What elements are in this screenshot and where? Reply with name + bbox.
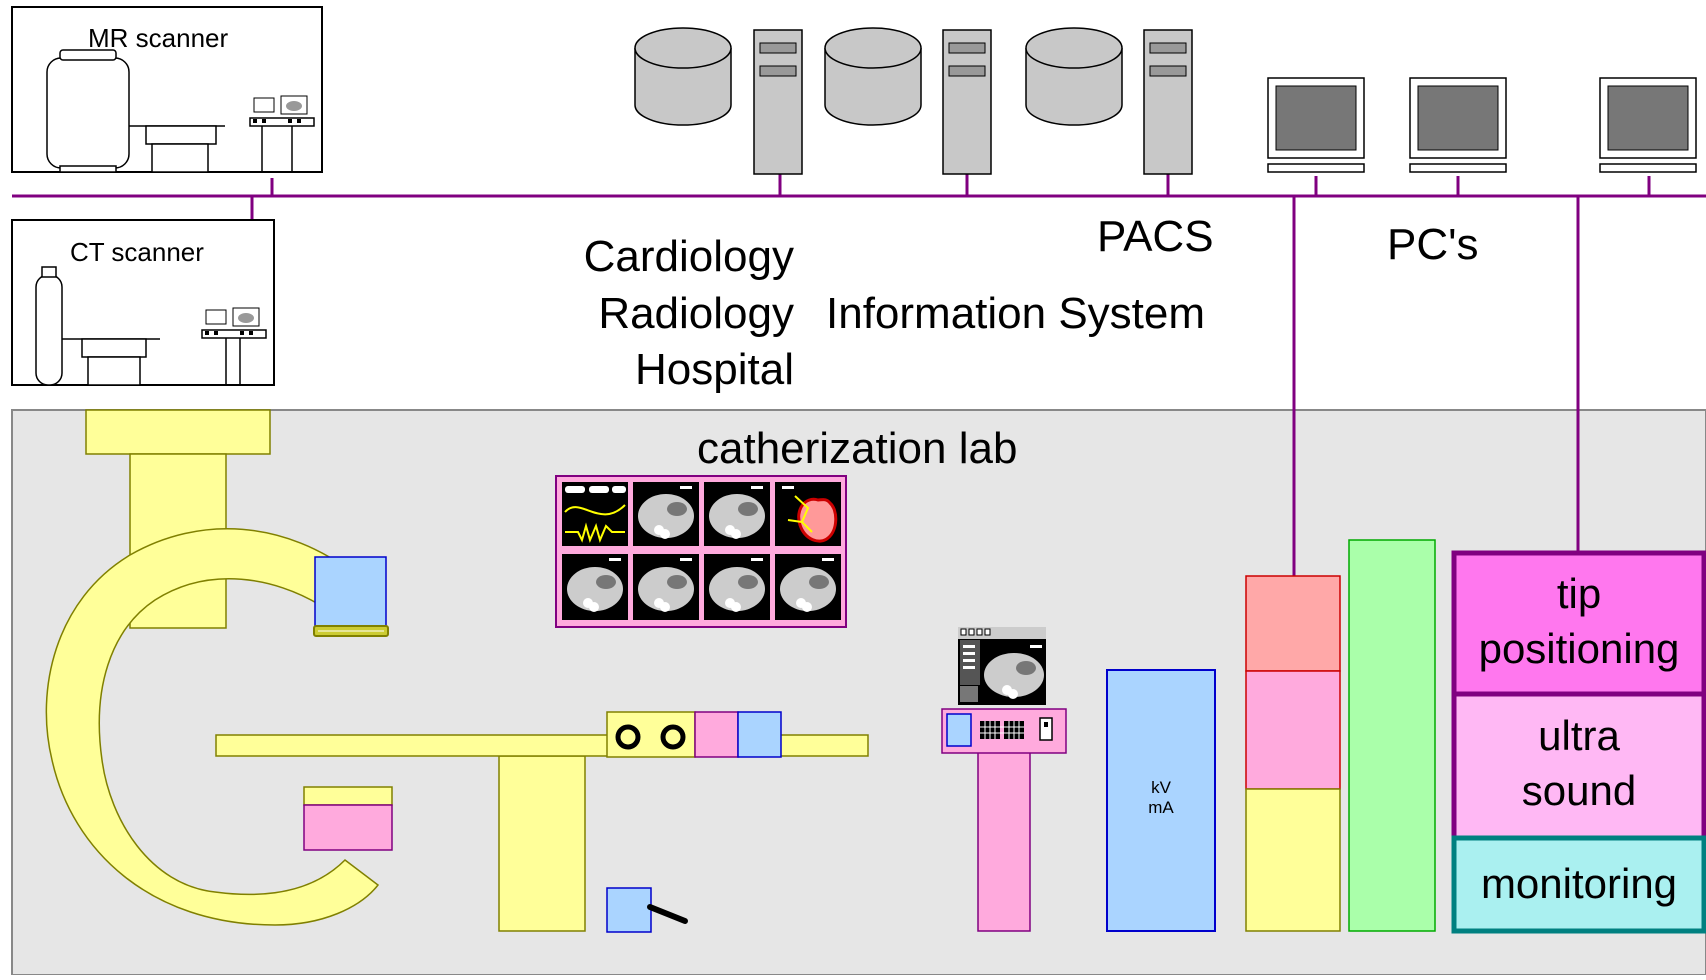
tip-positioning-module — [1451, 550, 1706, 697]
sound-label: sound — [1521, 767, 1637, 814]
department-hospital: Hospital — [635, 345, 794, 394]
ct-gantry — [35, 274, 63, 386]
monitoring-label: monitoring — [1480, 860, 1678, 907]
control-knob-icon — [615, 724, 641, 750]
module-rack — [1451, 550, 1706, 934]
heart-image — [775, 482, 841, 546]
ultra-label: ultra — [1538, 712, 1620, 759]
xray-generator — [1106, 669, 1216, 932]
department-cardiology: Cardiology — [583, 232, 794, 281]
table-pedestal — [498, 755, 586, 932]
equipment-cabinet-green — [1348, 539, 1436, 932]
server-icon — [942, 29, 992, 175]
ultrasound-module — [1451, 691, 1706, 841]
department-radiology: Radiology — [598, 289, 794, 338]
monitor-bank — [555, 475, 847, 628]
positioning-label: positioning — [1478, 625, 1680, 672]
mr-console-icon — [249, 95, 315, 172]
c-arm-ceiling-mount — [85, 409, 271, 455]
server-icon — [1143, 29, 1193, 175]
mr-table — [145, 125, 217, 145]
angio-image — [704, 554, 770, 620]
database-icon — [824, 27, 922, 126]
xray-tube — [303, 804, 393, 851]
angio-image — [562, 554, 628, 620]
xray-tube-housing — [303, 786, 393, 806]
ct-console-icon — [201, 307, 267, 385]
pc-monitor-icon — [1409, 77, 1507, 173]
pc-monitor-icon — [1599, 77, 1697, 173]
detector — [314, 556, 387, 628]
tableside-console — [941, 627, 1067, 932]
tip-label: tip — [1556, 570, 1602, 617]
pcs-label: PC's — [1387, 220, 1479, 269]
mr-scanner-label: MR scanner — [88, 23, 229, 53]
mr-scanner — [11, 6, 323, 173]
generator-ma-label: mA — [1148, 798, 1174, 817]
c-arm-xray — [45, 409, 393, 926]
angio-image — [775, 554, 841, 620]
console-pedestal — [977, 749, 1031, 932]
patient-table — [215, 711, 869, 933]
server-icon — [753, 29, 803, 175]
monitoring-module — [1451, 835, 1706, 934]
network-bus — [12, 174, 1706, 576]
ct-scanner — [11, 219, 275, 386]
control-knob-icon — [660, 724, 686, 750]
pc-monitor-icon — [1267, 77, 1365, 173]
angio-image — [633, 482, 699, 546]
database-icon — [634, 27, 732, 126]
equipment-cabinet — [1245, 575, 1341, 932]
ct-table — [81, 338, 147, 358]
information-system-label: Information System — [826, 289, 1206, 338]
foot-pedal — [606, 887, 688, 933]
generator-kv-label: kV — [1151, 778, 1171, 797]
cath-lab-title: catherization lab — [697, 424, 1018, 473]
ct-scanner-label: CT scanner — [70, 237, 204, 267]
database-icon — [1025, 27, 1123, 126]
mr-magnet — [46, 57, 130, 169]
angio-image — [633, 554, 699, 620]
pacs-label: PACS — [1097, 212, 1214, 261]
angio-image — [704, 482, 770, 546]
